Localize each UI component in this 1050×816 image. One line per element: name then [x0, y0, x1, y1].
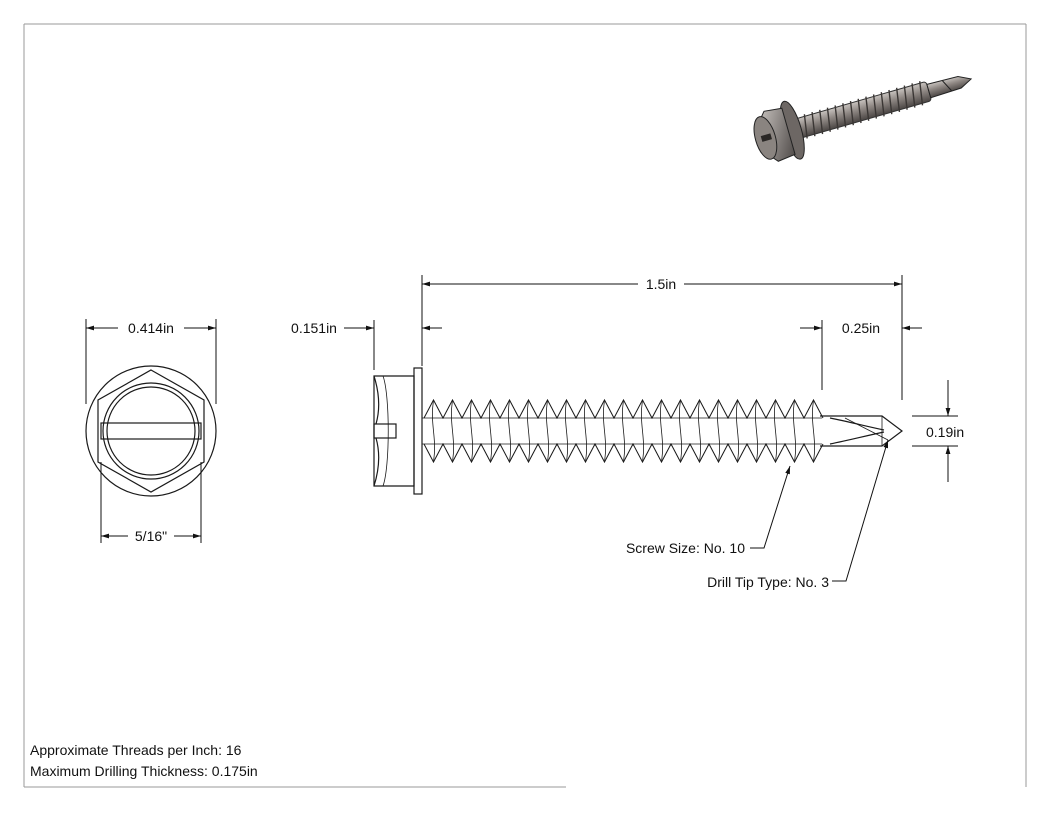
thread-flank: [698, 399, 701, 463]
thread-flank: [679, 399, 682, 463]
thread-flank: [812, 399, 815, 463]
note-max-drilling-thickness: Maximum Drilling Thickness: 0.175in: [30, 763, 258, 779]
dim-drill-tip-diameter: [912, 380, 958, 482]
label-head-diameter: 0.414in: [128, 320, 174, 336]
drawing-notes: Approximate Threads per Inch: 16 Maximum…: [30, 740, 258, 782]
thread-flank: [565, 399, 568, 463]
thread-flank: [432, 399, 435, 463]
note-threads-per-inch: Approximate Threads per Inch: 16: [30, 742, 242, 758]
thread-flank: [470, 399, 473, 463]
dim-overall-length: [421, 275, 903, 400]
callout-leaders: [750, 439, 889, 582]
callout-drill-tip-type: Drill Tip Type: No. 3: [707, 574, 829, 590]
dim-drill-tip-length: [800, 320, 922, 390]
dim-hex-width: [100, 462, 202, 543]
label-overall-length: 1.5in: [646, 276, 676, 292]
dim-head-diameter: [85, 319, 217, 404]
label-head-height: 0.151in: [291, 320, 337, 336]
thread-flank: [793, 399, 796, 463]
screw-side-view: [373, 367, 822, 495]
thread-flank: [641, 399, 644, 463]
label-drill-tip-length: 0.25in: [842, 320, 880, 336]
thread-flank: [451, 399, 454, 463]
thread-flank: [489, 399, 492, 463]
sheet-frame: [23, 23, 1027, 788]
thread-flank: [584, 399, 587, 463]
thread-flank: [755, 399, 758, 463]
screw-threads: [423, 398, 824, 464]
callout-screw-size: Screw Size: No. 10: [626, 540, 745, 556]
thread-flank: [603, 399, 606, 463]
thread-flank: [660, 399, 663, 463]
thread-flank: [622, 399, 625, 463]
thread-flank: [774, 399, 777, 463]
thread-flank: [527, 399, 530, 463]
thread-flank: [508, 399, 511, 463]
thread-flank: [736, 399, 739, 463]
label-hex-width: 5/16": [135, 528, 167, 544]
thread-flank: [717, 399, 720, 463]
iso-threads: [803, 81, 924, 139]
isometric-screw-view: [753, 75, 973, 162]
dim-head-height: [344, 320, 442, 370]
drill-tip: [820, 415, 903, 447]
head-end-view: [85, 365, 217, 497]
thread-flank: [546, 399, 549, 463]
label-drill-tip-diameter: 0.19in: [926, 424, 964, 440]
